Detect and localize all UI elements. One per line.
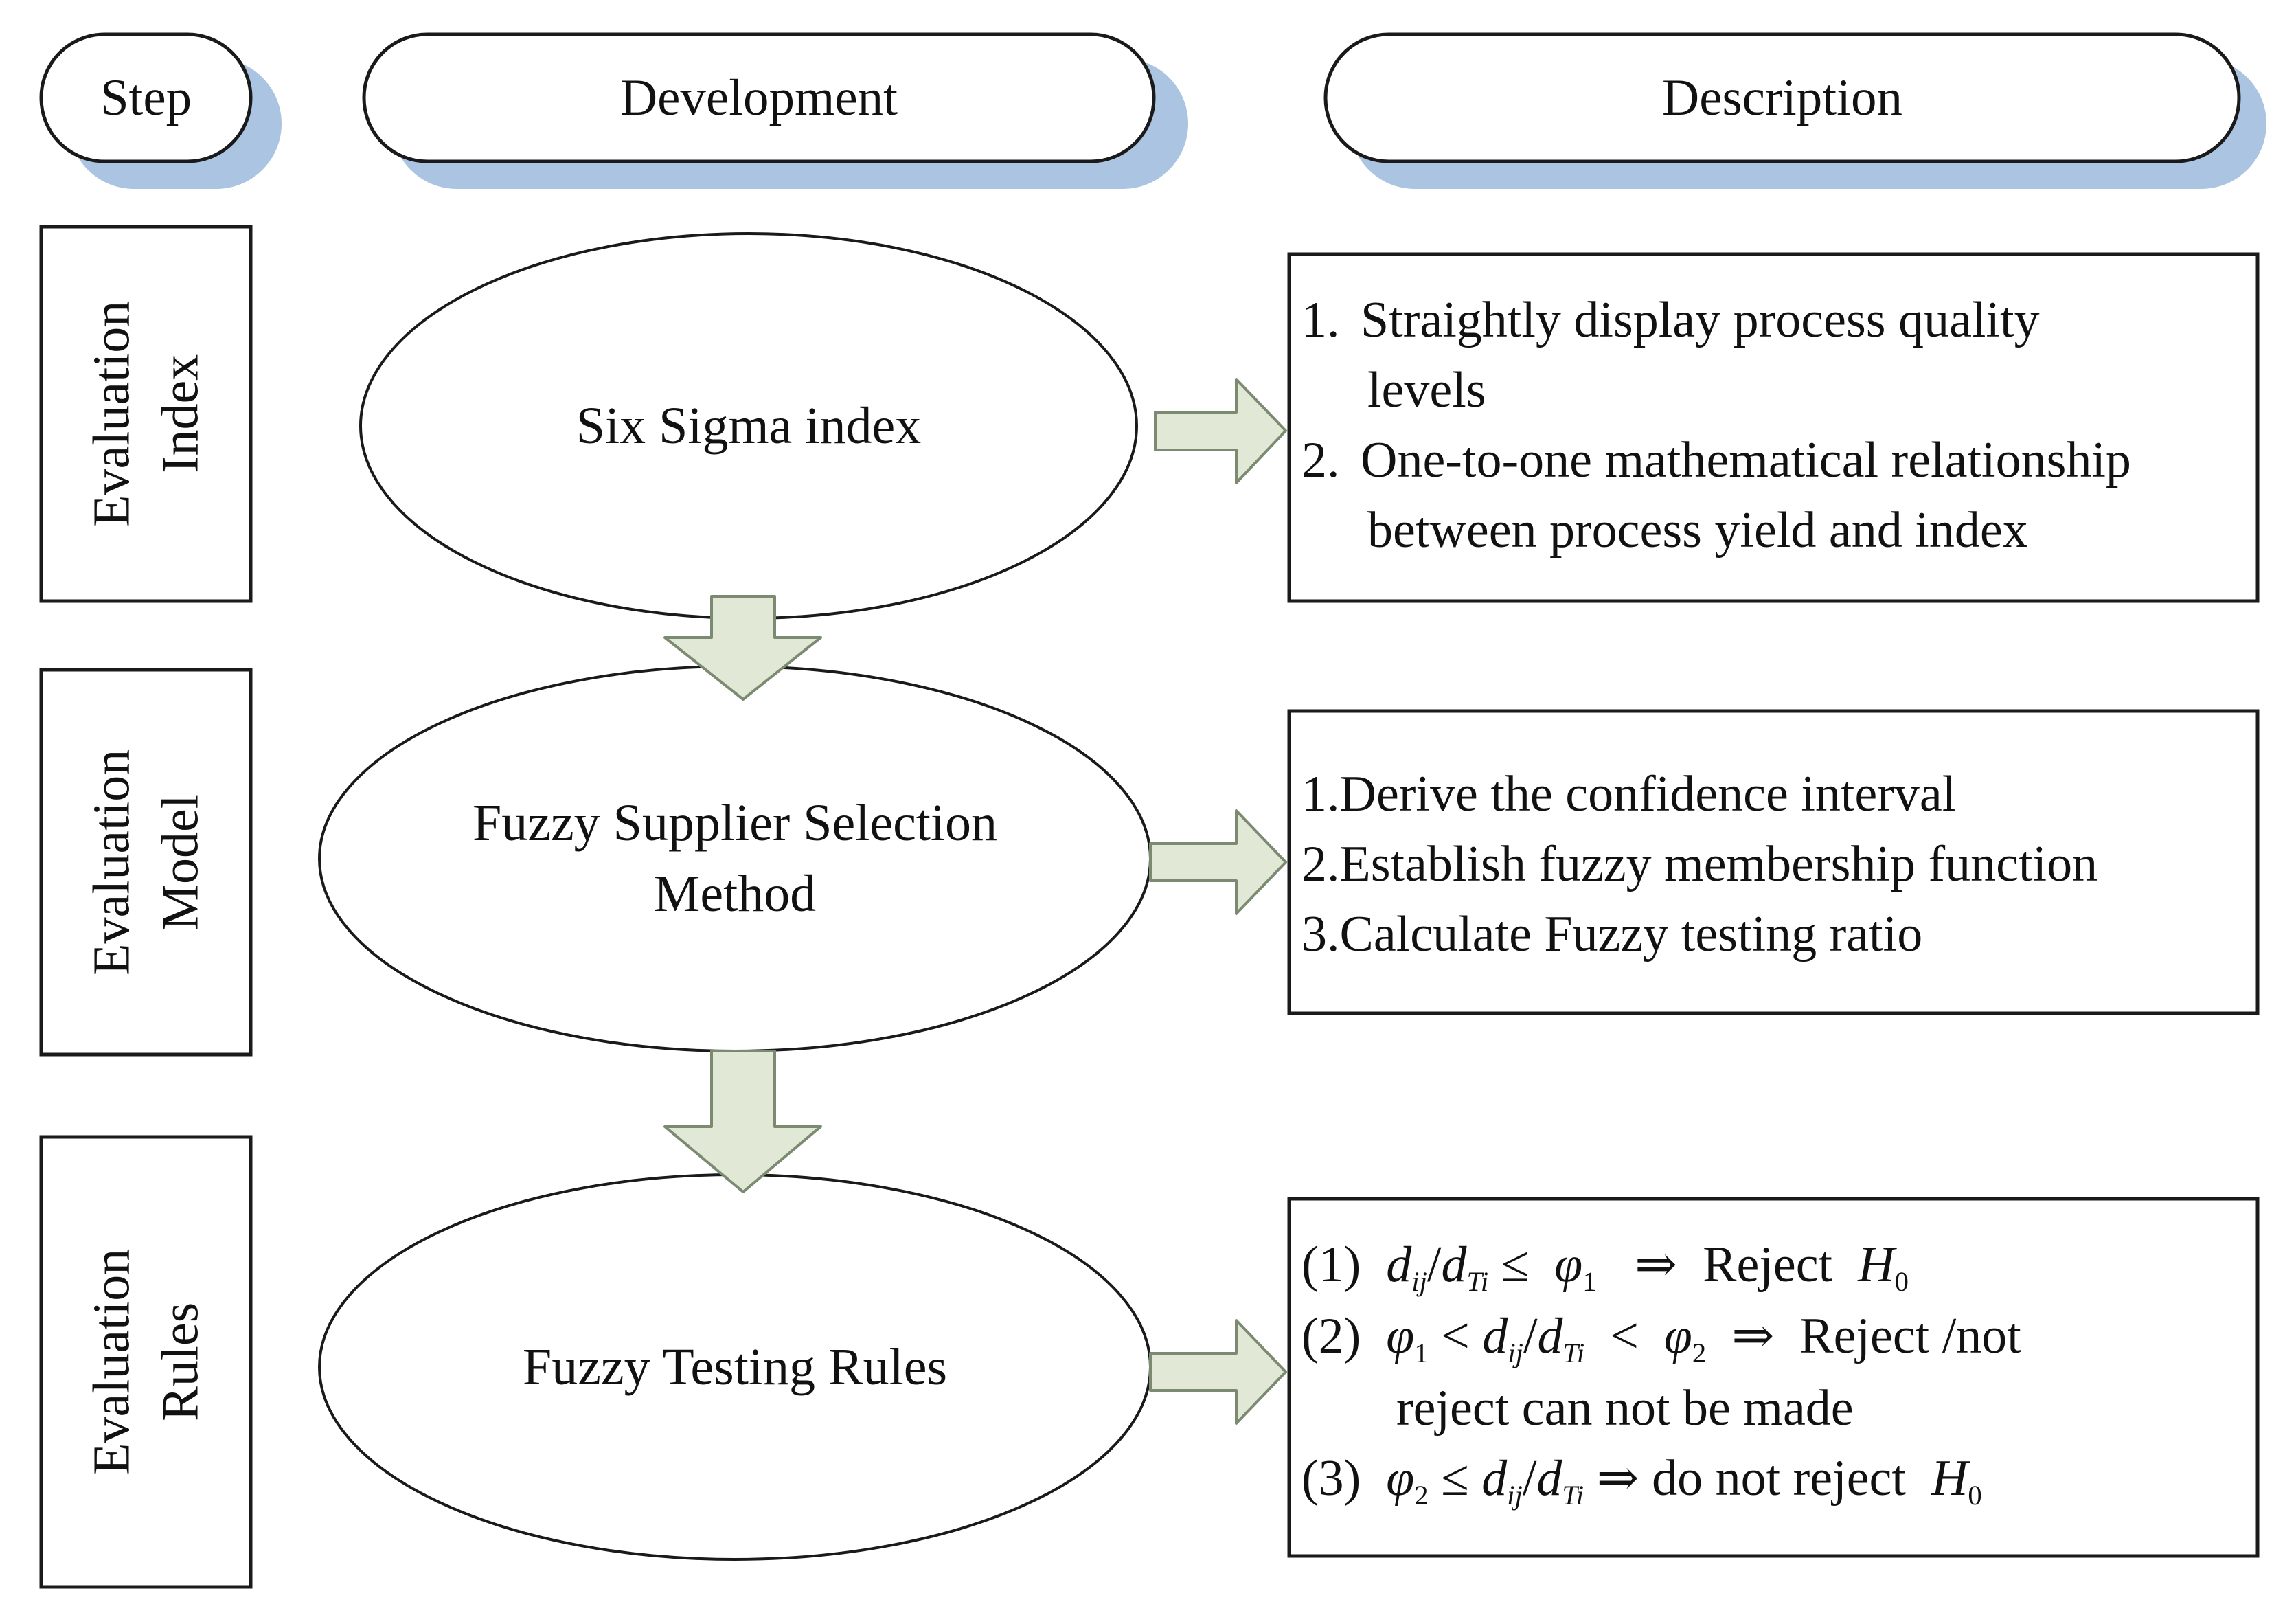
development-line: Fuzzy Testing Rules	[522, 1338, 948, 1396]
item-number: 2.	[1302, 432, 1340, 489]
development-line: Six Sigma index	[576, 396, 922, 455]
description-list-index: 1. Straightly display process quality lev…	[1302, 285, 2253, 565]
item-text: One-to-one mathematical relationship	[1361, 432, 2131, 489]
item-text: levels	[1367, 362, 1486, 419]
rule-2: (2) φ1 < dij/dTi < φ2 ⇒ Reject /not	[1302, 1301, 2253, 1373]
description-item-continuation: levels	[1302, 355, 2253, 425]
implies-arrow: ⇒	[1731, 1308, 1775, 1365]
step-box-evaluation-index	[39, 225, 253, 603]
development-line: Method	[653, 865, 817, 923]
rule-2-continuation: reject can not be made	[1302, 1373, 2253, 1443]
description-box-index	[1287, 252, 2260, 603]
development-ellipses	[318, 232, 1152, 1561]
down-arrow-index-to-model	[663, 595, 822, 701]
rule-2-result-continuation: reject can not be made	[1396, 1379, 1854, 1436]
right-arrows	[1149, 378, 1287, 1425]
right-arrow-model-to-description	[1149, 809, 1287, 915]
rule-2-condition: φ1 < dij/dTi < φ2	[1386, 1308, 1707, 1369]
step-header-label: Step	[100, 69, 192, 126]
step-header-capsule	[39, 32, 253, 163]
development-header-label: Development	[620, 69, 898, 126]
item-number: 3.	[1302, 906, 1340, 963]
rule-1-condition: dij/dTi ≤ φ1	[1386, 1237, 1597, 1298]
development-header-capsule	[362, 32, 1156, 163]
development-line: Fuzzy Supplier Selection	[472, 794, 998, 853]
step-box-evaluation-rules	[39, 1135, 253, 1589]
rule-3-condition: φ2 ≤ dij/dTi	[1386, 1450, 1584, 1511]
step-label-evaluation-rules: Evaluation Rules	[41, 1137, 251, 1587]
step-label-line2: Index	[151, 354, 209, 474]
item-text: Establish fuzzy membership function	[1339, 836, 2098, 893]
step-label-evaluation-index: Evaluation Index	[41, 227, 251, 601]
rule-number: (2)	[1302, 1308, 1361, 1365]
item-text: Derive the confidence interval	[1339, 766, 1957, 822]
step-label-line1: Evaluation	[82, 1248, 141, 1476]
down-arrows	[663, 595, 822, 1193]
step-label-line2: Rules	[151, 1302, 209, 1422]
description-header-label: Description	[1662, 69, 1902, 126]
rule-3: (3) φ2 ≤ dij/dTi ⇒ do not reject H0	[1302, 1443, 2253, 1515]
description-item-continuation: between process yield and index	[1302, 495, 2253, 565]
rule-1-result: Reject H0	[1703, 1237, 1909, 1298]
description-item: 2.Establish fuzzy membership function	[1302, 829, 2253, 899]
down-arrow-model-to-rules	[663, 1050, 822, 1193]
development-label-six-sigma-index: Six Sigma index	[385, 323, 1113, 529]
description-item: 2. One-to-one mathematical relationship	[1302, 425, 2253, 495]
rule-number: (1)	[1302, 1237, 1361, 1293]
rule-2-result: Reject /not	[1799, 1308, 2021, 1365]
description-item: 3.Calculate Fuzzy testing ratio	[1302, 899, 2253, 969]
header-row	[39, 32, 2266, 189]
right-arrow-rules-to-description	[1149, 1319, 1287, 1425]
item-number: 1.	[1302, 292, 1340, 348]
description-header-capsule	[1323, 32, 2241, 163]
description-list-model: 1.Derive the confidence interval 2.Estab…	[1302, 759, 2253, 969]
step-label-line2: Model	[151, 793, 209, 931]
description-item: 1. Straightly display process quality	[1302, 285, 2253, 355]
step-label-line1: Evaluation	[82, 300, 141, 528]
rule-number: (3)	[1302, 1450, 1361, 1507]
implies-arrow: ⇒	[1635, 1237, 1678, 1293]
right-arrow-index-to-description	[1154, 378, 1287, 484]
implies-arrow: ⇒	[1596, 1450, 1639, 1507]
description-boxes	[1287, 252, 2260, 1558]
description-box-model	[1287, 709, 2260, 1015]
step-label-evaluation-model: Evaluation Model	[41, 670, 251, 1054]
step-label-boxes	[39, 225, 253, 1589]
rule-3-result: do not reject H0	[1652, 1450, 1982, 1511]
step-box-evaluation-model	[39, 668, 253, 1057]
development-label-fuzzy-testing-rules: Fuzzy Testing Rules	[357, 1264, 1113, 1470]
rule-1: (1) dij/dTi ≤ φ1 ⇒ Reject H0	[1302, 1230, 2253, 1301]
item-number: 2.	[1302, 836, 1340, 893]
rules-list: (1) dij/dTi ≤ φ1 ⇒ Reject H0 (2) φ1 < di…	[1302, 1230, 2253, 1515]
description-item: 1.Derive the confidence interval	[1302, 759, 2253, 829]
step-label-line1: Evaluation	[82, 749, 141, 975]
development-label-fuzzy-supplier-selection: Fuzzy Supplier Selection Method	[357, 756, 1113, 962]
item-text: Calculate Fuzzy testing ratio	[1339, 906, 1923, 963]
item-text: Straightly display process quality	[1361, 292, 2040, 348]
item-number: 1.	[1302, 766, 1340, 822]
description-box-rules	[1287, 1197, 2260, 1558]
item-text: between process yield and index	[1367, 502, 2028, 559]
